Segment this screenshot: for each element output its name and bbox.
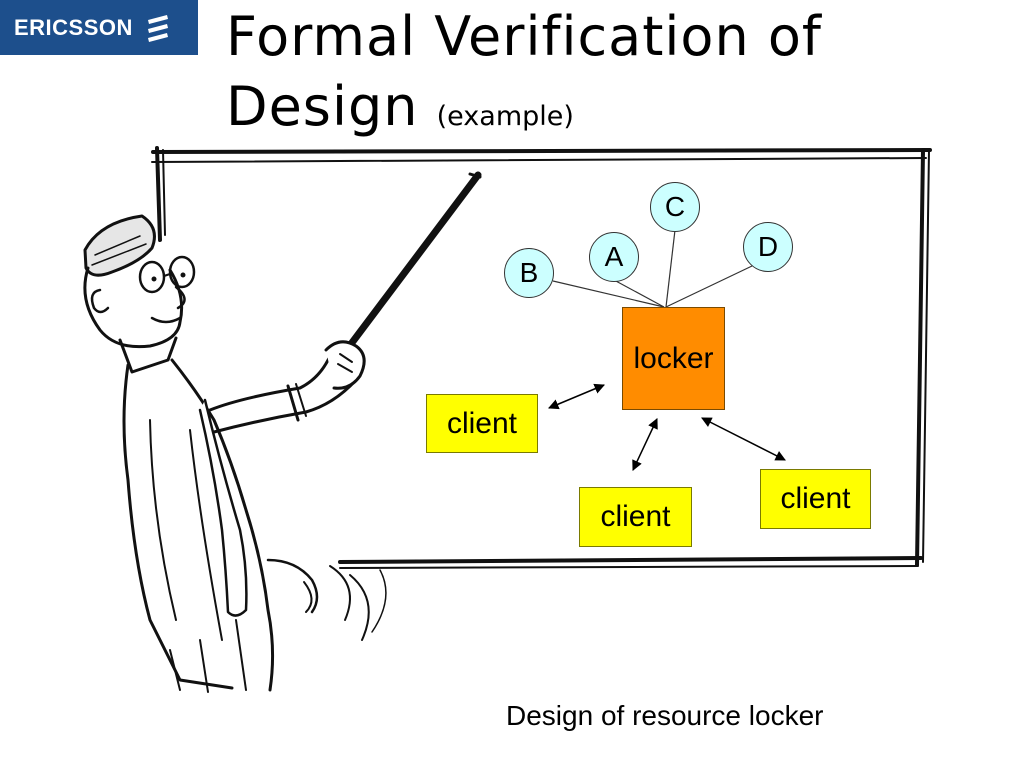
node-label: D [757,231,779,262]
connector-d [665,265,753,308]
title-line-2: Design [226,75,419,138]
client-arrows [548,383,786,471]
connector-c [665,229,676,308]
whiteboard-frame [151,146,932,641]
client-box: client [579,487,692,547]
locker-box: locker [622,307,725,410]
connector-a [613,279,665,308]
node-label: C [664,191,686,222]
ericsson-stripes-icon [147,14,168,42]
connector-b [552,280,665,308]
client-box: client [426,394,538,453]
arrow-client-3 [701,417,786,461]
caption: Design of resource locker [506,700,824,731]
node-label: A [604,241,624,272]
title-subtitle: (example) [436,101,574,132]
locker-label: locker [633,341,714,375]
client-box: client [760,469,871,529]
logo-text: ERICSSON [14,14,133,40]
client-label: client [780,482,851,515]
node-label: B [519,257,539,288]
client-label: client [446,406,518,440]
node-circle: C [650,182,700,232]
client-label: client [600,500,671,533]
node-circle: B [504,248,554,298]
ericsson-logo: ERICSSON [0,0,198,55]
node-circle: D [743,222,793,272]
arrow-client-1 [548,383,605,410]
title-line-1: Formal Verification of [226,5,822,68]
arrow-client-2 [632,418,658,471]
slide-title: Formal Verification of Design (example) [226,2,822,152]
node-connectors [552,229,753,308]
node-circle: A [589,232,639,282]
teacher-figure [83,171,482,693]
